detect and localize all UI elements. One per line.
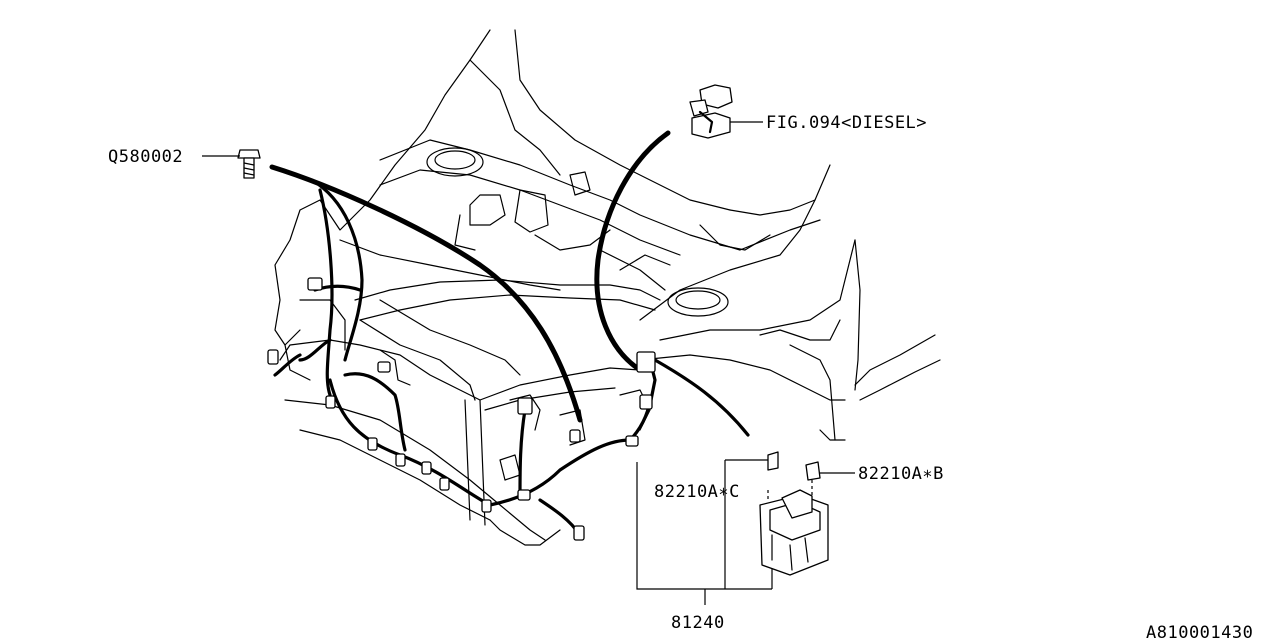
front-wiring-harness (267, 130, 750, 541)
relay-box (759, 451, 829, 576)
harness-label: 81240 (671, 613, 725, 633)
diesel-connector (689, 84, 733, 139)
engine-bay-body (274, 29, 941, 546)
bolt-part (237, 149, 261, 179)
fuse-c-label: 82210A∗C (654, 482, 740, 502)
bolt-label: Q580002 (108, 147, 183, 167)
leader-lines (202, 121, 855, 605)
fuse-b-label: 82210A∗B (858, 464, 944, 484)
diagram-id-label: A810001430 (1146, 623, 1253, 640)
diesel-figure-reference: FIG.094<DIESEL> (766, 113, 927, 133)
